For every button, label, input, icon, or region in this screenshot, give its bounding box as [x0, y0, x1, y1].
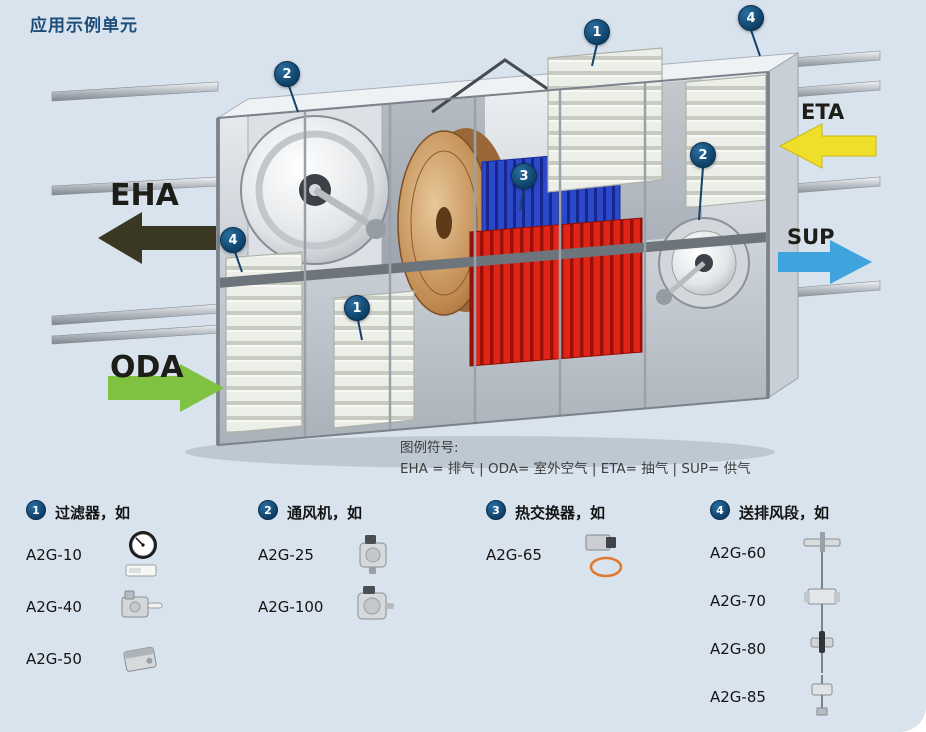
exhaust-fan — [240, 104, 390, 284]
eta-flow-label: ETA — [801, 100, 845, 124]
callout-badge-section-topright: 4 — [738, 5, 764, 31]
a2g-65-thermostat-icon — [585, 534, 623, 578]
unit-shadow — [185, 436, 775, 468]
product-label: A2G-25 — [258, 546, 314, 564]
product-label: A2G-10 — [26, 546, 82, 564]
list-item: A2G-10 — [26, 529, 254, 581]
oda-arrow — [108, 364, 224, 412]
category-title: 通风机，如 — [287, 504, 363, 522]
sup-arrow — [778, 240, 872, 284]
list-item: A2G-40 — [26, 581, 254, 633]
louver-left-end — [225, 251, 303, 434]
a2g-40-transmitter-icon — [121, 590, 163, 618]
a2g-70-duct-section-icon — [804, 577, 840, 625]
callout-badge-fan-left: 2 — [274, 61, 300, 87]
list-item: A2G-65 — [486, 529, 704, 581]
callout-badge-filter-bottom: 1 — [344, 295, 370, 321]
category-number-badge: 3 — [486, 500, 506, 520]
oda-flow-label: ODA — [110, 350, 184, 385]
product-label: A2G-65 — [486, 546, 542, 564]
product-label: A2G-100 — [258, 598, 324, 616]
product-label: A2G-60 — [710, 544, 766, 562]
callout-badge-section-left: 4 — [220, 227, 246, 253]
frame-posts — [216, 70, 770, 447]
ahu-scene-graphic — [51, 29, 881, 468]
callout-badge-heat-exchanger: 3 — [511, 163, 537, 189]
a2g-50-sensor-icon — [123, 646, 157, 672]
legend-text: EHA = 排气 | ODA= 室外空气 | ETA= 抽气 | SUP= 供气 — [400, 460, 751, 477]
sup-flow-label: SUP — [787, 225, 835, 249]
category-fans: 2 通风机，如 A2G-25 A2G-100 — [258, 500, 480, 633]
product-label: A2G-80 — [710, 640, 766, 658]
category-air-sections: 4 送排风段，如 A2G-60 A2G-70 A2G-80 — [710, 500, 914, 721]
flow-arrows — [98, 123, 877, 412]
louver-right-end — [685, 74, 767, 209]
product-label: A2G-40 — [26, 598, 82, 616]
category-number-badge: 4 — [710, 500, 730, 520]
legend-title: 图例符号: — [400, 440, 459, 456]
a2g-25-pressure-switch-icon — [359, 535, 387, 574]
list-item: A2G-100 — [258, 581, 480, 633]
category-title: 过滤器，如 — [55, 504, 131, 522]
list-item: A2G-60 — [710, 529, 914, 577]
list-item: A2G-70 — [710, 577, 914, 625]
category-number-badge: 1 — [26, 500, 46, 520]
list-item: A2G-25 — [258, 529, 480, 581]
product-label: A2G-70 — [710, 592, 766, 610]
filter-bank-bottom — [333, 290, 415, 429]
category-number-badge: 2 — [258, 500, 278, 520]
a2g-85-mount-icon — [811, 675, 833, 716]
a2g-60-damper-icon — [803, 532, 841, 577]
product-label: A2G-85 — [710, 688, 766, 706]
page-title: 应用示例单元 — [30, 16, 138, 36]
product-label: A2G-50 — [26, 650, 82, 668]
category-filters: 1 过滤器，如 A2G-10 A2G-40 A2G-50 — [26, 500, 254, 685]
callout-badge-fan-right: 2 — [690, 142, 716, 168]
category-heat-exchangers: 3 热交换器，如 A2G-65 — [486, 500, 704, 581]
list-item: A2G-50 — [26, 633, 254, 685]
category-title: 热交换器，如 — [515, 504, 606, 522]
a2g-80-valve-icon — [810, 625, 834, 673]
list-item: A2G-85 — [710, 673, 914, 721]
category-title: 送排风段，如 — [739, 504, 830, 522]
eha-flow-label: EHA — [110, 178, 179, 213]
callout-badge-filter-top: 1 — [584, 19, 610, 45]
eta-arrow — [778, 123, 877, 169]
list-item: A2G-80 — [710, 625, 914, 673]
a2g-100-pressure-switch-icon — [357, 586, 394, 620]
eha-arrow — [98, 212, 216, 264]
a2g-10-gauge-icon — [125, 531, 157, 577]
legend: 图例符号: EHA = 排气 | ODA= 室外空气 | ETA= 抽气 | S… — [400, 438, 751, 480]
callout-leader-lines — [234, 29, 761, 341]
